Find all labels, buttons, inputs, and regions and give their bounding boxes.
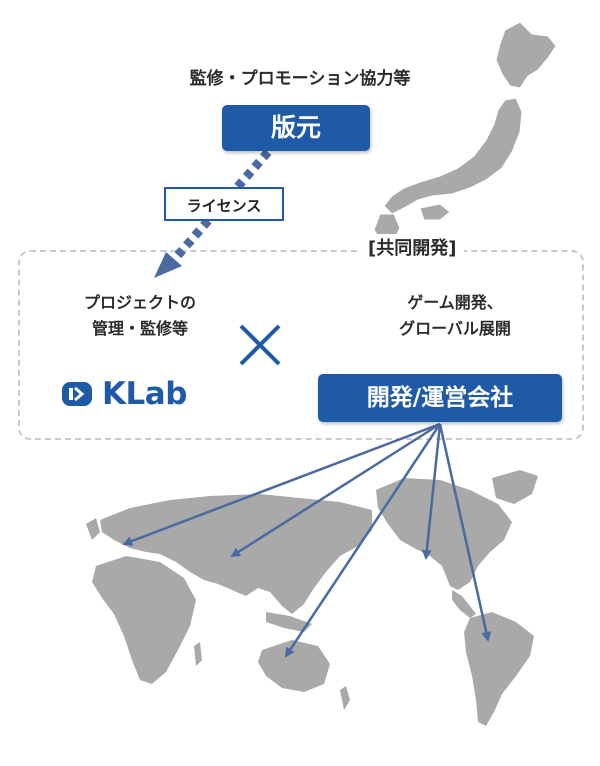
arrow-to-asia bbox=[230, 422, 441, 558]
dev-role-line-2: グローバル展開 bbox=[399, 319, 511, 338]
central-america-shape bbox=[452, 590, 476, 618]
klab-role-line-1: プロジェクトの bbox=[83, 293, 196, 312]
license-label-box: ライセンス bbox=[164, 187, 284, 221]
honshu-shape bbox=[383, 97, 523, 215]
klab-role-line-2: 管理・監修等 bbox=[91, 319, 188, 338]
klab-role-text: プロジェクトの 管理・監修等 bbox=[40, 290, 240, 342]
licensor-box: 版元 bbox=[222, 105, 370, 151]
southeast-asia-islands-shape bbox=[266, 612, 312, 632]
license-arrow bbox=[168, 149, 272, 265]
klab-logo-mark-icon bbox=[62, 382, 92, 406]
license-arrow-head bbox=[154, 252, 182, 278]
top-caption: 監修・プロモーション協力等 bbox=[189, 69, 411, 89]
greenland-shape bbox=[492, 470, 538, 504]
hokkaido-shape bbox=[495, 21, 557, 89]
klab-logo-text: KLab bbox=[102, 376, 187, 412]
dev-company-box: 開発/運営会社 bbox=[318, 374, 562, 422]
joint-development-group bbox=[18, 250, 584, 440]
madagascar-shape bbox=[194, 642, 202, 666]
joint-development-title: [共同開発] bbox=[360, 234, 465, 260]
arrow-to-europe bbox=[122, 422, 441, 546]
arrow-to-south-america bbox=[438, 423, 492, 642]
north-america-shape bbox=[376, 478, 512, 590]
shikoku-shape bbox=[419, 203, 451, 221]
uk-shape bbox=[86, 518, 100, 540]
multiply-cross-icon bbox=[239, 324, 281, 366]
dev-role-line-1: ゲーム開発、 bbox=[407, 293, 503, 312]
dev-role-text: ゲーム開発、 グローバル展開 bbox=[340, 290, 570, 342]
australia-shape bbox=[258, 640, 330, 692]
africa-shape bbox=[92, 556, 196, 684]
new-zealand-shape bbox=[340, 686, 350, 710]
arrow-to-north-america bbox=[421, 423, 442, 560]
arrow-to-australia bbox=[284, 423, 442, 658]
klab-logo: KLab bbox=[60, 374, 187, 414]
